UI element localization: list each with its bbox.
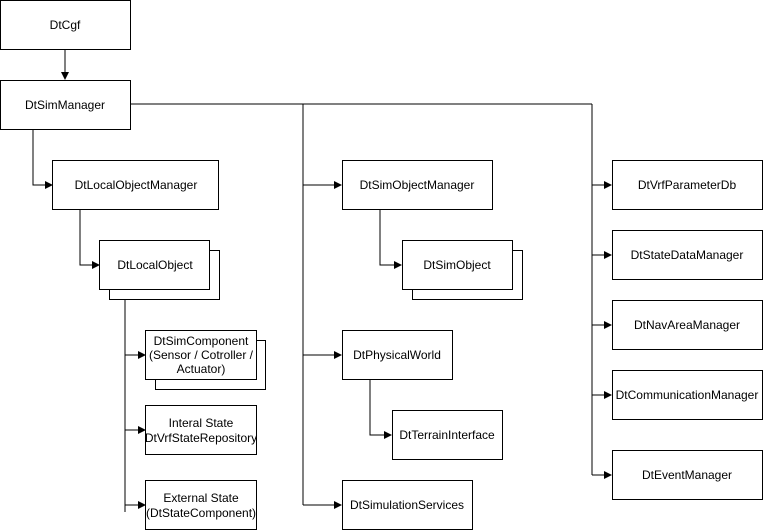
node-label: DtCgf xyxy=(50,18,81,32)
edge-simmanager-to-localobjectmanager xyxy=(32,130,53,189)
node-label: DtSimulationServices xyxy=(350,498,464,512)
node-dtphysicalworld: DtPhysicalWorld xyxy=(342,330,453,380)
node-label-line: (DtStateComponent) xyxy=(146,506,256,520)
node-label: DtCommunicationManager xyxy=(616,388,759,402)
node-dtsimmanager: DtSimManager xyxy=(0,80,131,130)
node-label-line: Interal State xyxy=(169,416,234,430)
node-internal-state: Interal State DtVrfStateRepository xyxy=(145,405,257,455)
node-dtsimcomponent: DtSimComponent (Sensor / Cotroller / Act… xyxy=(145,330,266,390)
connectors xyxy=(32,50,612,512)
node-dtterraininterface: DtTerrainInterface xyxy=(392,410,503,460)
node-dtnavareamanager: DtNavAreaManager xyxy=(612,300,763,350)
node-label: DtTerrainInterface xyxy=(399,428,495,442)
node-dtsimobjectmanager: DtSimObjectManager xyxy=(342,160,493,210)
node-dtcgf: DtCgf xyxy=(0,0,131,50)
node-label-line: Actuator) xyxy=(177,362,226,376)
node-label: DtVrfParameterDb xyxy=(638,178,737,192)
node-label-line: DtVrfStateRepository xyxy=(145,431,257,445)
node-label: DtPhysicalWorld xyxy=(353,348,441,362)
node-external-state: External State (DtStateComponent) xyxy=(145,480,257,530)
edge-physicalworld-to-terraininterface xyxy=(369,380,392,439)
node-label: DtLocalObjectManager xyxy=(75,178,198,192)
node-label: DtStateDataManager xyxy=(631,248,744,262)
node-dtstatedatamanager: DtStateDataManager xyxy=(612,230,763,280)
node-dtsimulationservices: DtSimulationServices xyxy=(342,480,473,530)
edge-simobjectmanager-to-simobject xyxy=(379,210,402,269)
node-label: DtSimManager xyxy=(25,98,105,112)
node-label: DtSimObjectManager xyxy=(360,178,475,192)
node-dtlocalobject: DtLocalObject xyxy=(99,240,220,300)
node-label-line: External State xyxy=(163,491,239,505)
edge-localobjectmanager-to-localobject xyxy=(79,210,100,269)
node-dtcommunicationmanager: DtCommunicationManager xyxy=(612,370,763,420)
node-dtvrfparameterdb: DtVrfParameterDb xyxy=(612,160,763,210)
node-label-line: (Sensor / Cotroller / xyxy=(149,348,254,362)
node-label: DtLocalObject xyxy=(117,258,193,272)
node-label: DtNavAreaManager xyxy=(634,318,740,332)
node-label-line: DtSimComponent xyxy=(154,334,249,348)
node-dtsimobject: DtSimObject xyxy=(402,240,523,300)
node-label: DtEventManager xyxy=(642,468,732,482)
node-dtlocalobjectmanager: DtLocalObjectManager xyxy=(52,160,219,210)
node-label: DtSimObject xyxy=(423,258,491,272)
node-dteventmanager: DtEventManager xyxy=(612,450,763,500)
